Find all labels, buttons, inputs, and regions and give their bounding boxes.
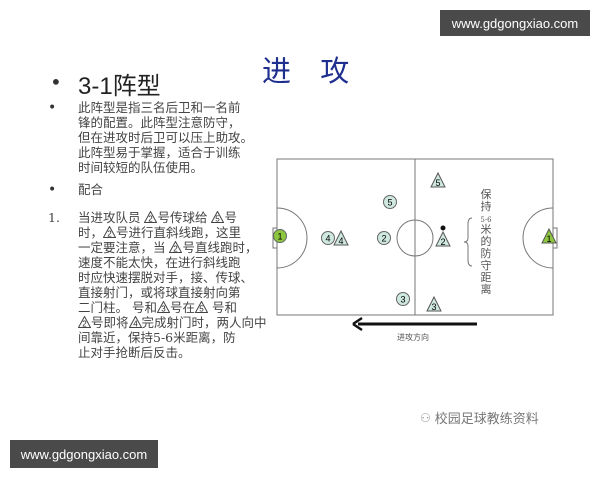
bullet: • xyxy=(50,70,62,94)
svg-text:2: 2 xyxy=(82,320,87,329)
description: 此阵型是指三名后卫和一名前 锋的配置。此阵型注意防守， 但在进攻时后卫可以压上助… xyxy=(78,100,264,175)
desc-line: 此阵型是指三名后卫和一名前 xyxy=(78,100,241,115)
desc-line: 此阵型易于掌握，适合于训练 xyxy=(78,145,241,160)
center-circle xyxy=(396,219,434,257)
attacker-number: 4 xyxy=(325,234,330,244)
desc-line: 时间较短的队伍使用。 xyxy=(78,160,204,175)
defender-number: 4 xyxy=(338,236,343,246)
defender-number: 3 xyxy=(431,302,436,312)
attacker-1 xyxy=(273,229,287,243)
marker-triangle-icon: 2 xyxy=(103,226,117,239)
heading: 3-1阵型 xyxy=(78,73,161,100)
defender-5 xyxy=(430,171,446,188)
desc-line: 锋的配置。此阵型注意防守， xyxy=(78,115,241,130)
svg-text:3: 3 xyxy=(161,305,166,314)
marker-triangle-icon: 3 xyxy=(156,301,170,314)
defender-number: 1 xyxy=(546,234,551,244)
attacker-5 xyxy=(383,195,397,209)
item-number: 1. xyxy=(48,210,60,225)
attacker-4 xyxy=(321,231,335,245)
marker-triangle-icon: 2 xyxy=(169,241,183,254)
source-label: ⚇ 校园足球教练资料 xyxy=(420,410,539,428)
marker-triangle-icon: 5 xyxy=(211,211,225,224)
svg-text:5: 5 xyxy=(199,305,204,314)
defender-1 xyxy=(541,227,557,244)
watermark-bottom: www.gdgongxiao.com xyxy=(10,440,158,468)
bullet: • xyxy=(48,100,57,116)
slide-title: 进 攻 xyxy=(262,54,360,88)
svg-text:5: 5 xyxy=(216,215,221,224)
svg-text:4: 4 xyxy=(133,320,138,329)
attacker-number: 1 xyxy=(277,232,282,242)
marker-triangle-icon: 5 xyxy=(195,301,208,313)
svg-text:2: 2 xyxy=(107,230,112,239)
right-penalty-arc xyxy=(522,207,554,269)
left-penalty-arc xyxy=(276,207,308,269)
defender-number: 2 xyxy=(440,237,445,247)
attacker-number: 5 xyxy=(387,198,392,208)
direction-label: 进攻方向 xyxy=(397,332,429,342)
svg-text:2: 2 xyxy=(149,215,154,224)
svg-text:2: 2 xyxy=(174,245,179,254)
marker-triangle-icon: 2 xyxy=(78,316,91,328)
defender-2 xyxy=(435,230,451,247)
marker-triangle-icon: 2 xyxy=(144,211,158,224)
desc-line: 但在进攻时后卫可以压上助攻。 xyxy=(78,130,254,145)
bullet: • xyxy=(48,182,57,198)
defender-3 xyxy=(426,295,442,312)
watermark-top: www.gdgongxiao.com xyxy=(440,10,590,36)
defender-4 xyxy=(333,229,349,246)
attacker-number: 3 xyxy=(400,295,405,305)
defender-number: 5 xyxy=(435,178,440,188)
ball xyxy=(440,225,446,231)
arrow-head xyxy=(352,316,363,332)
brace xyxy=(463,217,473,267)
sub-heading: 配合 xyxy=(78,182,104,197)
wechat-icon: ⚇ xyxy=(420,410,431,425)
marker-triangle-icon: 4 xyxy=(128,316,142,329)
attacker-2 xyxy=(377,231,391,245)
attacker-3 xyxy=(396,292,410,306)
attacker-number: 2 xyxy=(381,234,386,244)
